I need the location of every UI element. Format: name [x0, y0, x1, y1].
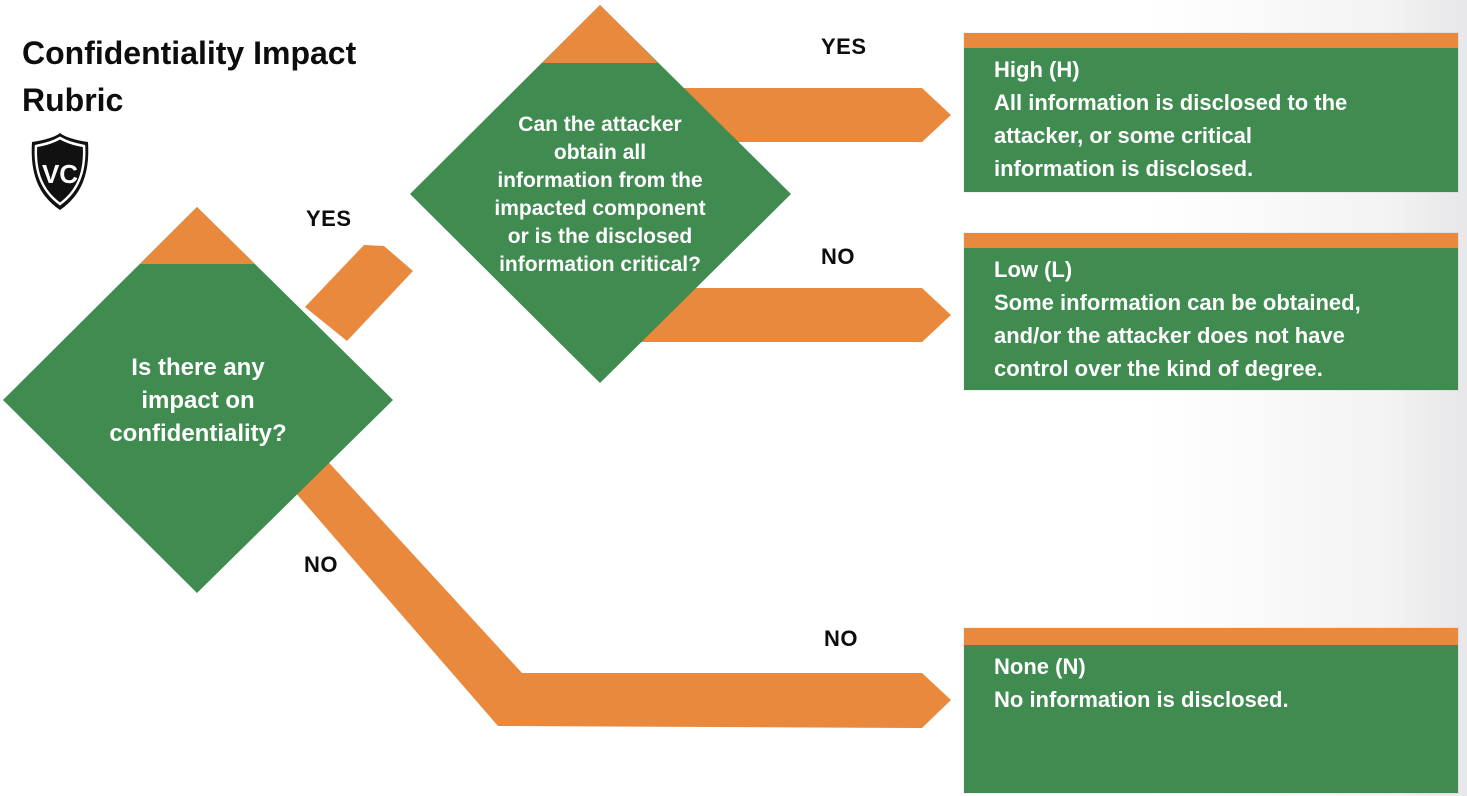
outcome-accent-stripe — [964, 628, 1458, 645]
outcome-label: None (N) — [994, 654, 1086, 679]
edge-label-no-none: NO — [824, 626, 858, 651]
connector-yes-to-high — [660, 88, 951, 142]
decision-node-attacker-information — [410, 5, 791, 383]
outcome-label: High (H) — [994, 57, 1080, 82]
connector-no-to-low — [626, 288, 951, 342]
diamond-body — [3, 207, 393, 593]
question-attacker-information: Can the attacker obtain all information … — [494, 113, 706, 276]
edge-label-no-d2: NO — [821, 244, 855, 269]
question-confidentiality-impact: Is there any impact on confidentiality? — [109, 353, 287, 447]
outcome-description: No information is disclosed. — [994, 687, 1289, 712]
page-title: Confidentiality Impact Rubric — [22, 35, 357, 118]
outcome-low: Low (L) Some information can be obtained… — [964, 233, 1458, 390]
diamond-top-accent — [140, 207, 255, 264]
connector-yes-to-question2 — [305, 245, 413, 341]
outcome-high: High (H) All information is disclosed to… — [964, 33, 1458, 192]
diamond-body — [410, 5, 791, 383]
edge-label-yes-d2: YES — [821, 34, 867, 59]
outcome-label: Low (L) — [994, 257, 1073, 282]
outcome-accent-stripe — [964, 33, 1458, 48]
connector-no-to-none — [288, 442, 951, 728]
outcome-none: None (N) No information is disclosed. — [964, 628, 1458, 793]
diamond-top-accent — [542, 5, 658, 63]
outcome-accent-stripe — [964, 233, 1458, 248]
shield-inner-outline — [34, 136, 86, 206]
outcome-description: All information is disclosed to the atta… — [994, 90, 1348, 181]
shield-monogram: VC — [42, 159, 78, 189]
edge-label-no-d1: NO — [304, 552, 338, 577]
outcome-description: Some information can be obtained, and/or… — [994, 290, 1361, 381]
vc-shield-logo: VC — [31, 133, 89, 210]
decision-node-confidentiality-impact — [3, 207, 393, 593]
edge-label-yes-d1: YES — [306, 206, 352, 231]
